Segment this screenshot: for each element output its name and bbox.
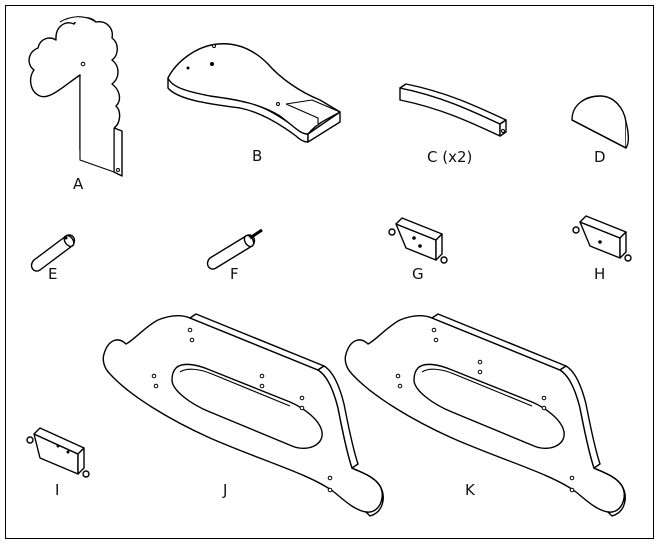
part-b-drawing: [167, 43, 341, 143]
part-k-drawing: [344, 313, 626, 517]
diagram-frame: [5, 5, 654, 539]
part-a-drawing: [28, 16, 123, 177]
part-j-drawing: [102, 313, 384, 517]
part-g-drawing: [388, 217, 448, 264]
part-label-c: C (x2): [427, 148, 473, 166]
part-label-a: A: [73, 175, 84, 193]
part-label-j: J: [223, 481, 228, 499]
part-label-b: B: [252, 147, 263, 165]
part-h-drawing: [572, 215, 632, 262]
part-e-drawing: [30, 234, 76, 272]
part-f-drawing: [206, 228, 263, 270]
part-label-d: D: [594, 148, 606, 166]
part-label-e: E: [48, 265, 58, 283]
part-label-h: H: [594, 265, 606, 283]
part-d-drawing: [571, 95, 629, 149]
part-c-drawing: [399, 83, 507, 137]
part-label-i: I: [55, 481, 60, 499]
part-label-g: G: [412, 265, 424, 283]
part-label-f: F: [230, 265, 239, 283]
part-label-k: K: [465, 481, 475, 499]
part-i-drawing: [26, 427, 90, 478]
